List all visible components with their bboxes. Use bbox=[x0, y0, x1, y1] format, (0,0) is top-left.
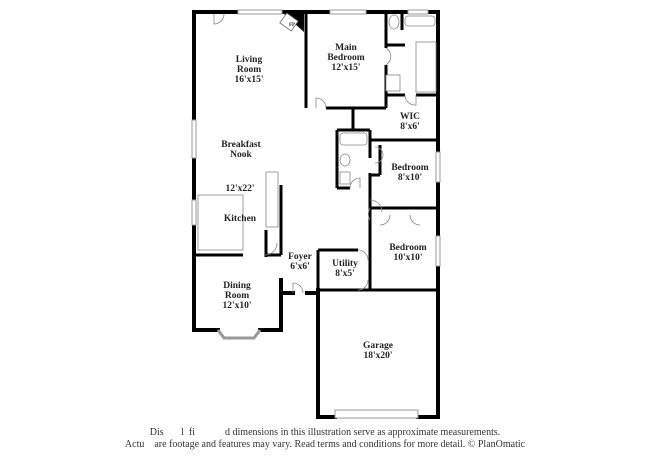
room-name: Room bbox=[236, 65, 262, 75]
room-dimensions: 10'x10' bbox=[393, 253, 423, 263]
room-label-wic: WIC 8'x6' bbox=[390, 112, 430, 132]
room-name: Room bbox=[224, 291, 250, 301]
room-name: Bedroom bbox=[391, 163, 429, 173]
room-dimensions: 16'x15' bbox=[234, 75, 264, 85]
room-name: Kitchen bbox=[223, 214, 257, 224]
room-name: Breakfast bbox=[221, 140, 261, 150]
room-label-kitchen: Kitchen bbox=[215, 214, 265, 224]
room-label-foyer: Foyer 6'x6' bbox=[282, 252, 318, 272]
room-dimensions: 18'x20' bbox=[363, 351, 393, 361]
room-name: Nook bbox=[230, 150, 252, 160]
room-label-bedroom-2: Bedroom 8'x10' bbox=[382, 163, 438, 183]
room-name: Bedroom bbox=[389, 243, 427, 253]
disclaimer-line-1: Dis l fi d dimensions in this illustrati… bbox=[149, 427, 501, 438]
room-label-bedroom-3: Bedroom 10'x10' bbox=[380, 243, 436, 263]
room-name: Main bbox=[335, 43, 357, 53]
disclaimer-line-2: Actu are footage and features may vary. … bbox=[124, 439, 526, 450]
room-name: WIC bbox=[399, 112, 421, 122]
room-label-dining-room: Dining Room 12'x10' bbox=[212, 281, 262, 311]
room-label-utility: Utility 8'x5' bbox=[325, 259, 365, 279]
room-dimensions: 12'x10' bbox=[222, 301, 252, 311]
room-label-living-room: Living Room 16'x15' bbox=[222, 55, 276, 85]
room-name: Utility bbox=[332, 259, 358, 269]
room-label-main-bedroom: Main Bedroom 12'x15' bbox=[318, 43, 374, 73]
room-name: Living bbox=[235, 55, 263, 65]
room-name: Bedroom bbox=[327, 53, 365, 63]
room-label-breakfast-nook: Breakfast Nook bbox=[212, 140, 270, 160]
room-dimensions: 12'x22' bbox=[225, 184, 255, 194]
room-dim-kitchen-nook: 12'x22' bbox=[215, 184, 265, 194]
room-dimensions: 8'x6' bbox=[400, 122, 420, 132]
room-dimensions: 8'x5' bbox=[335, 269, 355, 279]
room-dimensions: 12'x15' bbox=[331, 63, 361, 73]
fireplace-text: FP bbox=[288, 23, 296, 28]
room-label-garage: Garage 18'x20' bbox=[352, 341, 404, 361]
room-name: Dining bbox=[223, 281, 251, 291]
room-dimensions: 8'x10' bbox=[397, 173, 423, 183]
room-dimensions: 6'x6' bbox=[290, 262, 310, 272]
fireplace-label: FP bbox=[285, 23, 299, 28]
room-name: Foyer bbox=[288, 252, 312, 262]
room-name: Garage bbox=[362, 341, 394, 351]
